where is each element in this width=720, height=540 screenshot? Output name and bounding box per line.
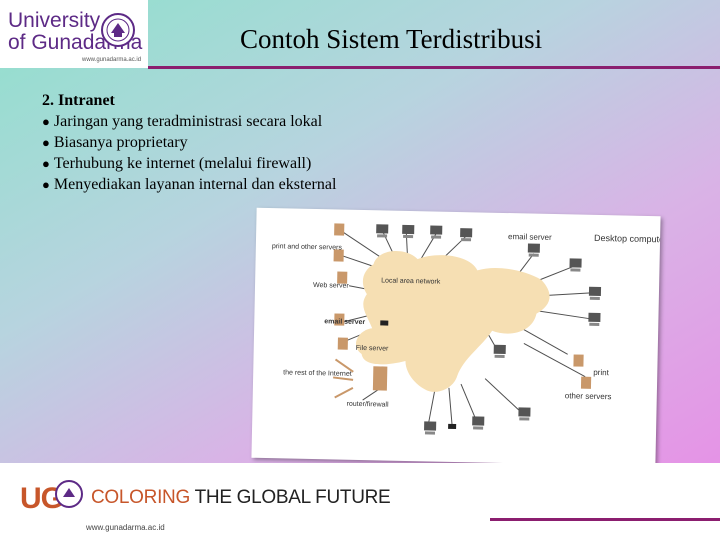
slogan-rest: THE GLOBAL FUTURE <box>190 487 390 508</box>
label-lan: Local area network <box>381 277 441 285</box>
footer-divider <box>490 518 720 521</box>
header-divider <box>148 66 720 69</box>
slogan-accent: COLORING <box>91 487 190 508</box>
label-print: print <box>593 368 610 377</box>
intranet-diagram: print and other servers Web server Local… <box>251 208 660 466</box>
section-heading: 2. Intranet <box>42 90 336 111</box>
logo-url: www.gunadarma.ac.id <box>82 57 141 63</box>
footer-slogan: COLORING THE GLOBAL FUTURE <box>91 487 390 509</box>
network-diagram-svg: print and other servers Web server Local… <box>251 208 660 466</box>
bullet-text: Jaringan yang teradministrasi secara lok… <box>54 111 322 132</box>
slide-content: 2. Intranet ● Jaringan yang teradministr… <box>42 90 336 195</box>
bullet-dot-icon: ● <box>42 111 50 132</box>
bullet-dot-icon: ● <box>42 153 50 174</box>
label-email-server-left: email server <box>324 318 365 326</box>
label-other-servers: other servers <box>565 391 612 401</box>
bullet-dot-icon: ● <box>42 174 50 195</box>
university-seal-icon <box>100 12 136 48</box>
bullet-text: Biasanya proprietary <box>54 132 188 153</box>
internet-arrows <box>333 359 354 397</box>
bullet-item: ● Jaringan yang teradministrasi secara l… <box>42 111 336 132</box>
label-rest-of-internet: the rest of the Internet <box>283 369 352 377</box>
bullet-text: Menyediakan layanan internal dan ekstern… <box>54 174 337 195</box>
label-print-other-servers: print and other servers <box>272 243 343 251</box>
bullet-item: ● Menyediakan layanan internal dan ekste… <box>42 174 336 195</box>
footer-seal-icon <box>54 479 84 509</box>
label-web-server: Web server <box>313 282 349 290</box>
label-router-firewall: router/firewall <box>346 401 389 409</box>
slide-title: Contoh Sistem Terdistribusi <box>240 24 542 55</box>
label-desktop-computers: Desktop computers <box>594 233 661 245</box>
footer-url: www.gunadarma.ac.id <box>86 523 165 532</box>
label-file-server: File server <box>356 345 389 353</box>
label-email-server-top: email server <box>508 232 552 242</box>
bullet-item: ● Biasanya proprietary <box>42 132 336 153</box>
bullet-dot-icon: ● <box>42 132 50 153</box>
bullet-item: ● Terhubung ke internet (melalui firewal… <box>42 153 336 174</box>
bullet-text: Terhubung ke internet (melalui firewall) <box>54 153 311 174</box>
